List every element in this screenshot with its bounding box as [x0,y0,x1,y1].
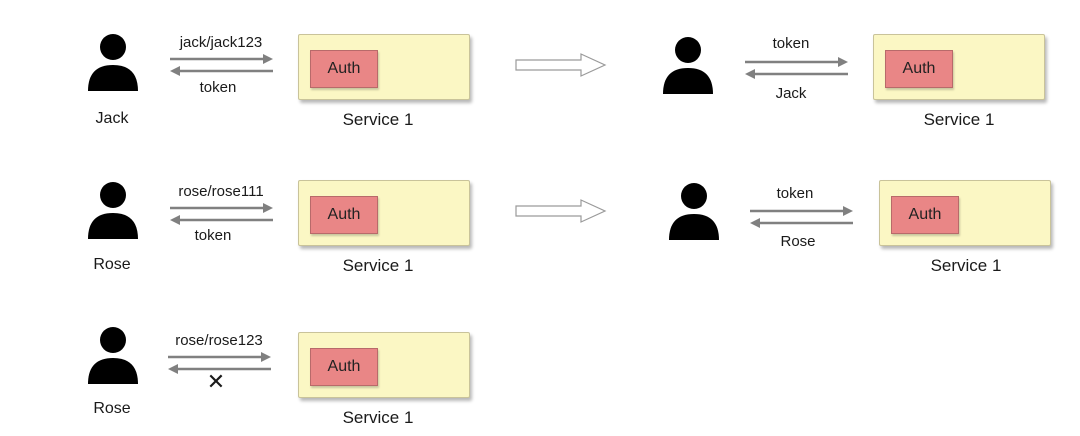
service-box: Auth [873,34,1045,100]
person-icon [660,34,716,94]
service-label: Service 1 [342,256,414,275]
auth-module: Auth [310,348,378,386]
exchange-arrows [170,203,273,225]
exchange-arrows [750,206,853,228]
rejected-x-icon: ✕ [206,369,226,394]
service-label: Service 1 [923,110,995,129]
request-label: jack/jack123 [179,34,263,51]
person-icon [85,324,141,384]
person-icon [85,179,141,239]
request-label: token [772,35,810,52]
service-label: Service 1 [342,110,414,129]
response-label: Jack [775,85,807,102]
auth-module: Auth [310,50,378,88]
service-box: Auth [298,332,470,398]
person-icon [666,180,722,240]
service-box: Auth [879,180,1051,246]
transition-arrow-icon [515,198,607,224]
transition-arrow-icon [515,52,607,78]
request-label: rose/rose123 [175,332,263,349]
exchange-arrows [168,352,271,374]
exchange-arrows [170,54,273,76]
service-box: Auth [298,180,470,246]
user-name: Jack [95,110,129,127]
service-box: Auth [298,34,470,100]
auth-module: Auth [891,196,959,234]
user-name: Rose [93,400,131,417]
exchange-arrows [745,57,848,79]
response-label: token [194,227,232,244]
service-label: Service 1 [930,256,1002,275]
request-label: rose/rose111 [178,183,264,200]
person-icon [85,31,141,91]
response-label: token [199,79,237,96]
user-name: Rose [93,256,131,273]
auth-module: Auth [310,196,378,234]
response-label: Rose [780,233,816,250]
service-label: Service 1 [342,408,414,427]
auth-module: Auth [885,50,953,88]
request-label: token [776,185,814,202]
